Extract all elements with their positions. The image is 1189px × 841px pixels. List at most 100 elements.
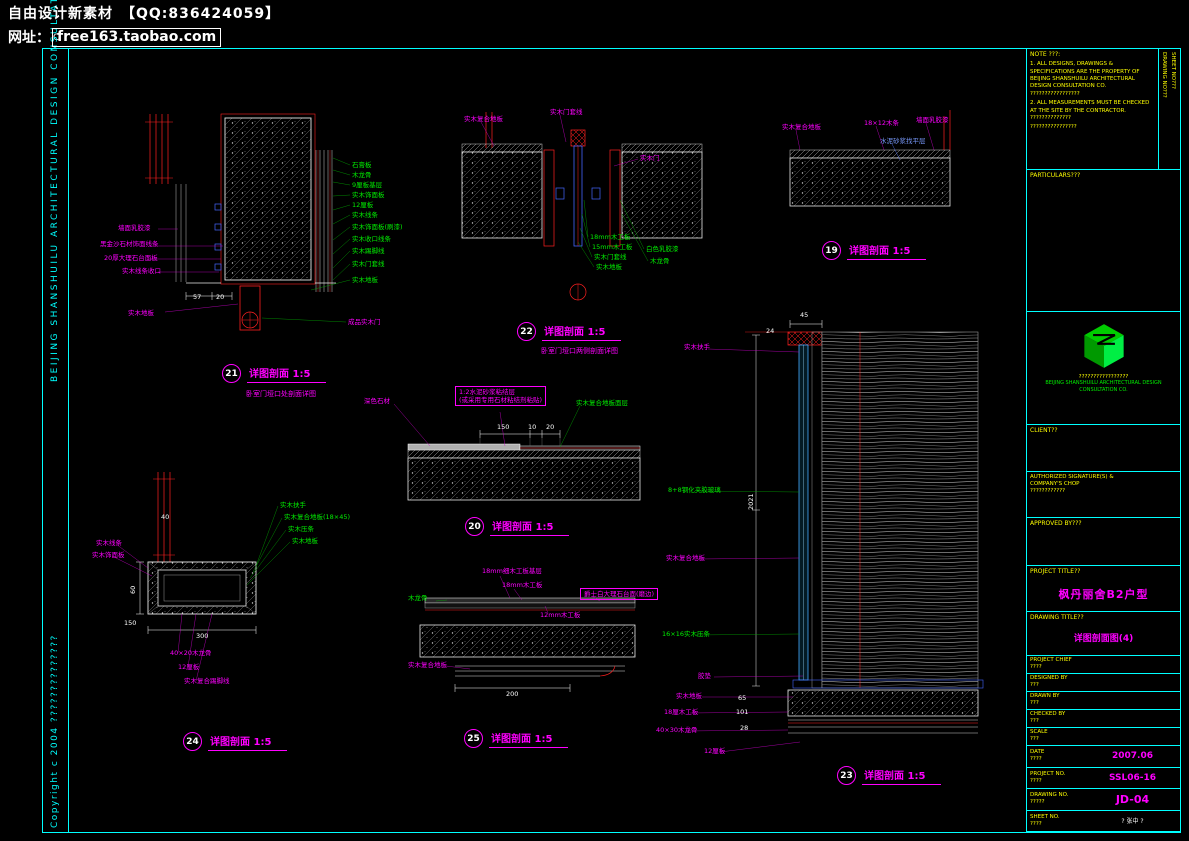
leader-label: 18mm木工板 (502, 581, 543, 589)
detail-21-title: 21 详图剖面 1:5 (222, 364, 327, 383)
leader-label: 实木地板 (352, 276, 378, 284)
project-no-row: PROJECT NO. ???? SSL06-16 (1027, 768, 1180, 789)
detail-19-drawing (789, 110, 951, 207)
left-strip-copyright-text: Copyright c 2004 ?????????????? (50, 634, 60, 828)
dimension-text: 28 (740, 724, 749, 732)
project-title-section: PROJECT TITLE?? 枫丹丽舍B2户型 (1027, 566, 1180, 612)
detail-subtitle: 卧室门垭口两侧剖面详图 (541, 347, 618, 355)
leader-label: 实木复合地板 (782, 123, 821, 131)
table-row: DESIGNED BY ??? (1027, 674, 1180, 692)
detail-number: 20 (465, 517, 484, 536)
leader-label: 实木地板 (676, 692, 702, 700)
leader-label: 深色石材 (364, 397, 390, 405)
leader-label: 胶垫 (698, 672, 711, 680)
leader-label: 实木踢脚线 (352, 247, 385, 255)
leader-label: 40×30木龙骨 (656, 726, 698, 734)
table-row: SCALE ??? (1027, 728, 1180, 746)
dimension-text: 101 (736, 708, 749, 716)
table-row: DRAWN BY ??? (1027, 692, 1180, 710)
leader-label: 9厘板基层 (352, 181, 383, 189)
drawing-no-value: JD-04 (1115, 792, 1150, 806)
leader-label: 实木复合地板 (666, 554, 705, 562)
dimension-text: 2021 (747, 493, 755, 510)
table-row: PROJECT CHIEF ???? (1027, 656, 1180, 674)
drawing-title-label: DRAWING TITLE?? (1030, 614, 1084, 621)
leader-label: 15mm木工板 (592, 243, 633, 251)
leader-label: 12mm木工板 (540, 611, 581, 619)
dimension-text: 65 (738, 694, 747, 702)
leader-label: 实木饰面板 (352, 191, 385, 199)
approved-section: APPROVED BY??? (1027, 518, 1180, 566)
detail-25-title: 25 详图剖面 1:5 (464, 729, 569, 748)
detail-21-drawing (145, 113, 351, 331)
company-name-en: BEIJING SHANSHUILU ARCHITECTURAL DESIGN (1045, 380, 1162, 386)
detail-22-title: 22 详图剖面 1:5 (517, 322, 622, 341)
dimension-text: 150 (124, 619, 137, 627)
dimension-text: 24 (766, 327, 775, 335)
leader-label: 石膏板 (352, 161, 372, 169)
watermark-line1: 自由设计新素材 【QQ:836424059】 (8, 6, 281, 22)
dimension-text: 300 (196, 632, 209, 640)
leader-label: 8+8钢化夹胶玻璃 (668, 486, 721, 494)
client-label: CLIENT?? (1030, 427, 1058, 434)
sheet-border (42, 48, 1181, 833)
dimension-text: 200 (506, 690, 519, 698)
leader-label: 16×16实木压条 (662, 630, 710, 638)
detail-20-drawing (393, 403, 641, 501)
detail-number: 19 (822, 241, 841, 260)
dimension-text: 60 (129, 585, 137, 594)
note-item: ???????????????? (1030, 124, 1077, 131)
leader-label: 木龙骨 (650, 257, 670, 265)
drawing-no-vertical-label: DRAWING NO??? (1161, 52, 1167, 98)
detail-title-text: 详图剖面 1:5 (489, 730, 569, 748)
leader-label: 实木地板 (292, 537, 318, 545)
leader-label: 实木饰面板 (92, 551, 125, 559)
detail-number: 22 (517, 322, 536, 341)
leader-label: 实木门 (640, 154, 660, 162)
drawing-title: 详图剖面图(4) (1073, 633, 1134, 644)
detail-20-title: 20 详图剖面 1:5 (465, 517, 570, 536)
signature-rows: PROJECT CHIEF ???? DESIGNED BY ??? DRAWN… (1027, 656, 1180, 746)
leader-label-boxed: 1:2水泥砂浆粘结层 (或采用专用石材粘结剂粘贴) (455, 386, 547, 407)
leader-label: 实木门套线 (550, 108, 583, 116)
leader-label: 实木压条 (288, 525, 314, 533)
leader-label: 实木地板 (128, 309, 154, 317)
leader-label: 成品实木门 (348, 318, 381, 326)
note-item: 2. ALL MEASUREMENTS MUST BE CHECKED AT T… (1030, 100, 1150, 122)
sheet-no-value: ? 张中 ? (1121, 818, 1144, 826)
detail-24-drawing (111, 472, 291, 682)
sheet-no-row: SHEET NO. ???? ? 张中 ? (1027, 811, 1180, 832)
leader-label: 实木扶手 (684, 343, 710, 351)
detail-24-title: 24 详图剖面 1:5 (183, 732, 288, 751)
leader-label: 实木扶手 (280, 501, 306, 509)
detail-number: 23 (837, 766, 856, 785)
note-heading: NOTE ???: (1030, 51, 1061, 58)
number-rows: DATE ???? 2007.06 PROJECT NO. ???? SSL06… (1027, 746, 1180, 832)
detail-subtitle: 卧室门垭口处剖面详图 (246, 390, 316, 398)
detail-19-title: 19 详图剖面 1:5 (822, 241, 927, 260)
leader-label: 实木复合地板 (464, 115, 503, 123)
date-row: DATE ???? 2007.06 (1027, 746, 1180, 768)
left-strip-divider (68, 48, 69, 833)
detail-23-drawing (685, 320, 984, 753)
leader-label-boxed: 爵士白大理石台面(磨边) (580, 588, 659, 601)
table-row: CHECKED BY ??? (1027, 710, 1180, 728)
sheet-no-vertical-label: SHEET NO??? (1170, 52, 1176, 89)
title-block: NOTE ???: 1. ALL DESIGNS, DRAWINGS & SPE… (1026, 48, 1180, 832)
note-side-strip: DRAWING NO??? SHEET NO??? (1158, 48, 1180, 169)
company-name-cn: ????????????????? (1078, 374, 1129, 380)
detail-25-drawing (419, 575, 636, 692)
company-logo (1083, 324, 1124, 368)
leader-label: 实木门套线 (594, 253, 627, 261)
leader-label: 18厘木工板 (664, 708, 699, 716)
detail-number: 24 (183, 732, 202, 751)
watermark-url-prefix: 网址： (8, 30, 50, 46)
detail-title-text: 详图剖面 1:5 (208, 733, 288, 751)
dimension-text: 57 (193, 293, 202, 301)
project-no-value: SSL06-16 (1108, 772, 1157, 783)
detail-title-text: 详图剖面 1:5 (490, 518, 570, 536)
leader-label: 18×12木条 (864, 119, 899, 127)
particulars-label: PARTICULARS??? (1030, 172, 1081, 179)
leader-label: 实木线条收口 (122, 267, 161, 275)
